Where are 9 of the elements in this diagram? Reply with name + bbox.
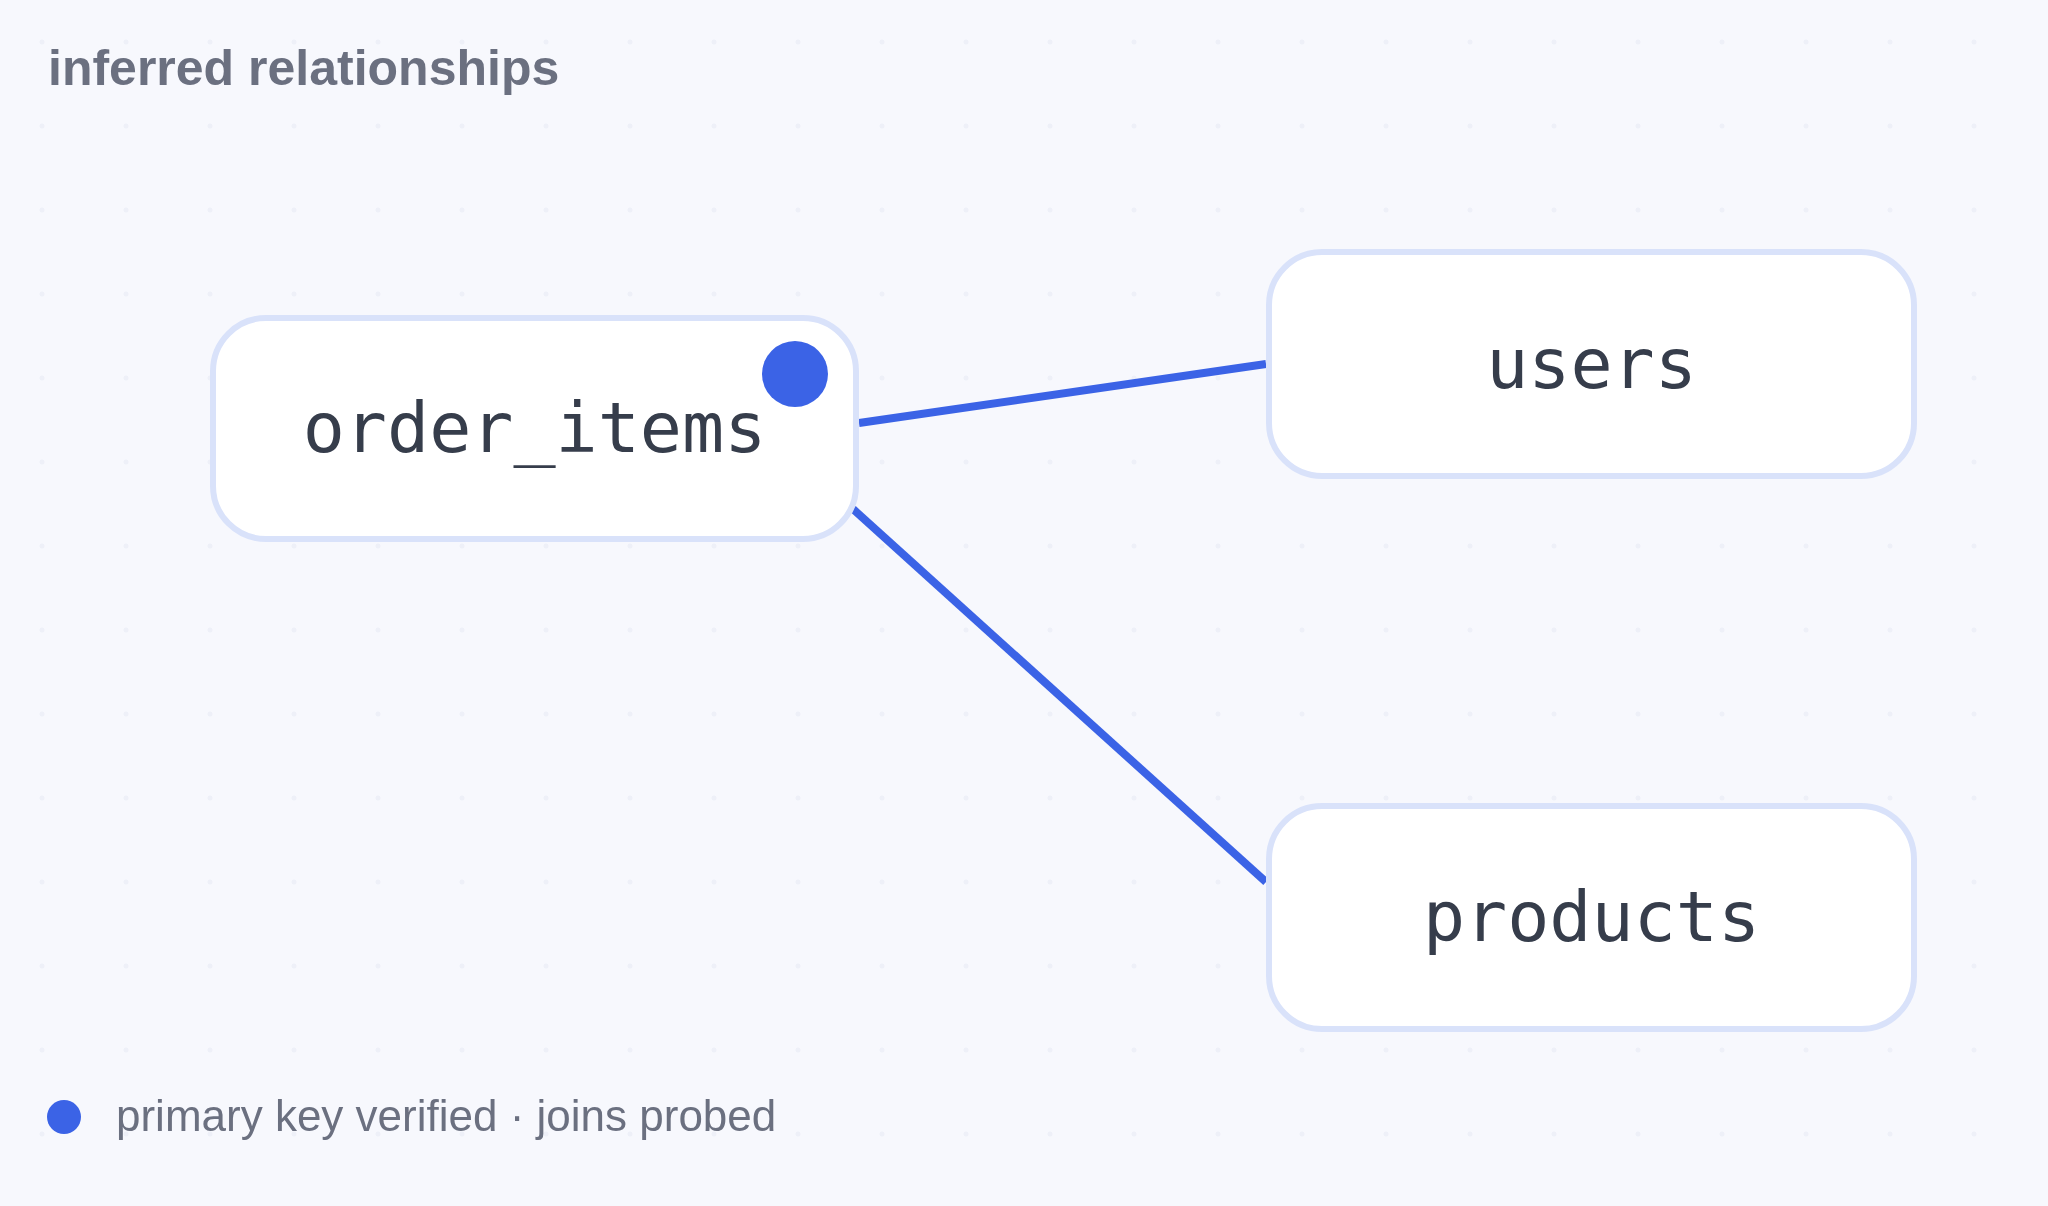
legend-label: primary key verified · joins probed [116, 1094, 777, 1138]
table-box [1266, 249, 1917, 479]
table-name: users [1486, 325, 1697, 403]
table-name: products [1422, 879, 1761, 956]
table-name: order_items [302, 390, 767, 467]
table-box [1266, 803, 1917, 1032]
diagram-title: inferred relationships [48, 43, 560, 93]
relationship-line [858, 360, 1267, 427]
table-box [210, 315, 859, 542]
